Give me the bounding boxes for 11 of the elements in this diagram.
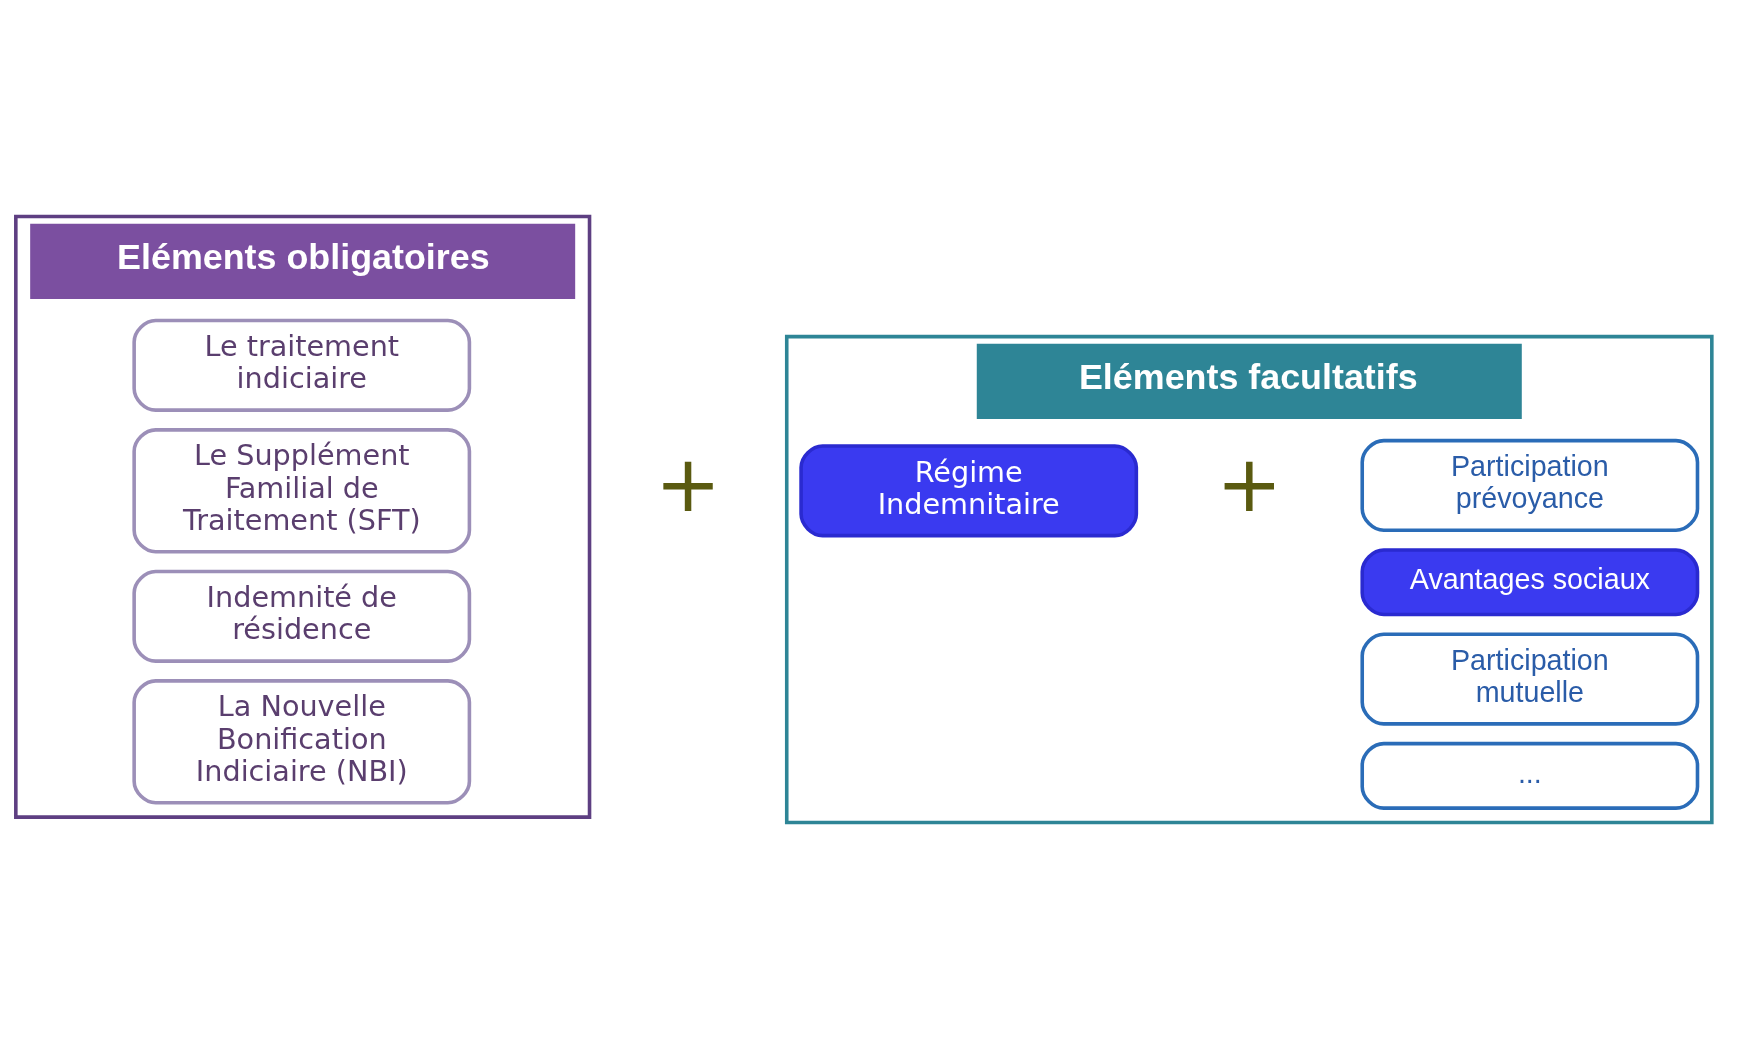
node-box: Indemnité de résidence (132, 569, 472, 663)
node-box: Participation prévoyance (1360, 438, 1700, 533)
node-box: Participation mutuelle (1360, 632, 1700, 726)
node-box: Le traitement indiciaire (132, 318, 472, 412)
node-box: Avantages sociaux (1360, 548, 1700, 617)
label: + (655, 437, 722, 530)
node-box: Le Supplément Familial de Traitement (SFT) (132, 428, 472, 554)
node-box: La Nouvelle Bonification Indiciaire (NBI) (132, 679, 472, 805)
node-box: ... (1360, 741, 1700, 810)
label: + (1216, 437, 1283, 530)
node-box: Régime Indemnitaire (799, 444, 1139, 538)
